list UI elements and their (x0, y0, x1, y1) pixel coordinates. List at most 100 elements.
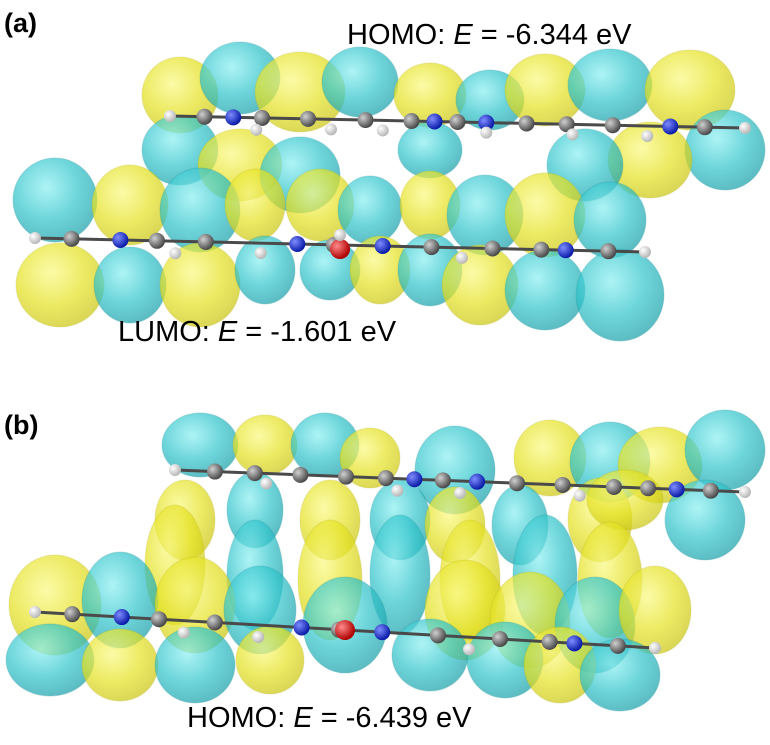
nitrogen-atom (112, 231, 129, 248)
carbon-atom (254, 109, 270, 126)
nitrogen-atom (406, 471, 423, 488)
molecule-a-bottom (29, 229, 651, 264)
orbital-lobe-negative (504, 249, 586, 331)
hydrogen-atom (649, 642, 661, 654)
hydrogen-atom (334, 229, 346, 241)
orbital-lobe-positive (224, 168, 286, 242)
orbital-lobe-negative (391, 618, 469, 692)
orbital-lobe-positive (15, 242, 105, 328)
nitrogen-atom (293, 619, 310, 636)
carbon-atom (64, 606, 81, 623)
orbital-lobe-negative (154, 626, 236, 704)
orbital-lobe-positive (81, 628, 159, 702)
carbon-atom (300, 110, 316, 127)
carbon-atom (206, 463, 223, 480)
orbital-lobe-negative (234, 235, 296, 305)
hydrogen-atom (739, 486, 751, 498)
hydrogen-atom (641, 129, 654, 142)
hydrogen-atom (169, 247, 182, 260)
carbon-atom (149, 232, 165, 249)
carbon-atom (533, 241, 550, 258)
orbital-lobe-negative (397, 121, 463, 179)
nitrogen-atom (668, 481, 685, 498)
carbon-atom (696, 119, 713, 136)
hydrogen-atom (254, 247, 267, 260)
hydrogen-atom (250, 123, 263, 136)
panel-a: (a) HOMO: E = -6.344 eV LUMO: E = -1.601 e… (4, 8, 766, 348)
hydrogen-atom (739, 122, 751, 134)
carbon-atom (246, 465, 263, 482)
hydrogen-atom (639, 246, 651, 258)
orbital-lobe-negative (321, 46, 399, 118)
molecule-a-top (164, 108, 751, 142)
carbon-atom (197, 233, 214, 250)
nitrogen-atom (478, 114, 495, 131)
orbital-lobe-positive (235, 625, 305, 695)
molecule-b-bottom (29, 606, 661, 656)
carbon-atom (151, 611, 167, 628)
carbon-atom (63, 230, 80, 247)
nitrogen-atom (469, 473, 486, 490)
nitrogen-atom (225, 109, 242, 126)
orbital-lobe-negative (567, 48, 653, 122)
carbon-atom (554, 476, 571, 493)
carbon-atom (434, 472, 451, 489)
carbon-atom (518, 115, 535, 132)
hydrogen-atom (169, 464, 181, 476)
carbon-atom (484, 240, 501, 257)
orbital-lobe-positive (586, 469, 664, 531)
orbital-lobe-positive (232, 414, 298, 476)
carbon-atom (449, 114, 466, 130)
carbon-atom (430, 627, 446, 644)
hydrogen-atom (454, 487, 466, 499)
nitrogen-atom (289, 236, 306, 253)
hydrogen-atom (177, 626, 190, 639)
carbon-atom (403, 113, 420, 130)
carbon-atom (702, 482, 719, 499)
panel-b-label: (b) (4, 410, 38, 440)
carbon-atom (600, 243, 617, 260)
orbital-lobe-negative (5, 623, 95, 697)
carbon-atom (605, 478, 622, 495)
carbon-atom (206, 614, 223, 631)
oxygen-atom (335, 620, 355, 640)
hydrogen-atom (325, 123, 337, 136)
panel-b: (b) HOMO: E = -6.439 eV (4, 409, 766, 734)
nitrogen-atom (374, 237, 391, 254)
homo-energy-label-b: HOMO: E = -6.439 eV (187, 702, 472, 734)
carbon-atom (196, 108, 213, 125)
homo-energy-label-a: HOMO: E = -6.344 eV (347, 19, 632, 51)
orbital-lobes-a (12, 41, 766, 342)
orbital-lobe-negative (575, 248, 665, 342)
hydrogen-atom (463, 643, 475, 656)
carbon-atom (377, 470, 394, 487)
nitrogen-atom (566, 635, 583, 652)
orbital-lobe-negative (12, 157, 98, 243)
orbital-lobes-b (5, 409, 766, 712)
carbon-atom (558, 116, 575, 133)
carbon-atom (640, 480, 657, 497)
nitrogen-atom (113, 609, 130, 626)
carbon-atom (357, 112, 374, 129)
hydrogen-atom (376, 124, 389, 137)
hydrogen-atom (566, 128, 579, 141)
hydrogen-atom (260, 477, 273, 490)
hydrogen-atom (29, 232, 41, 244)
nitrogen-atom (374, 624, 391, 641)
oxygen-atom (330, 239, 350, 259)
carbon-atom (541, 633, 558, 650)
orbital-lobe-negative (93, 246, 167, 324)
nitrogen-atom (426, 113, 443, 130)
hydrogen-atom (456, 251, 468, 264)
orbital-lobe-negative (337, 175, 403, 245)
carbon-atom (423, 239, 440, 256)
orbital-lobe-negative (664, 479, 746, 561)
lumo-energy-label-a: LUMO: E = -1.601 eV (118, 316, 397, 348)
carbon-atom (338, 468, 354, 485)
panel-a-label: (a) (4, 8, 37, 38)
nitrogen-atom (662, 118, 679, 135)
carbon-atom (604, 117, 621, 134)
hydrogen-atom (573, 489, 586, 502)
nitrogen-atom (557, 242, 574, 259)
